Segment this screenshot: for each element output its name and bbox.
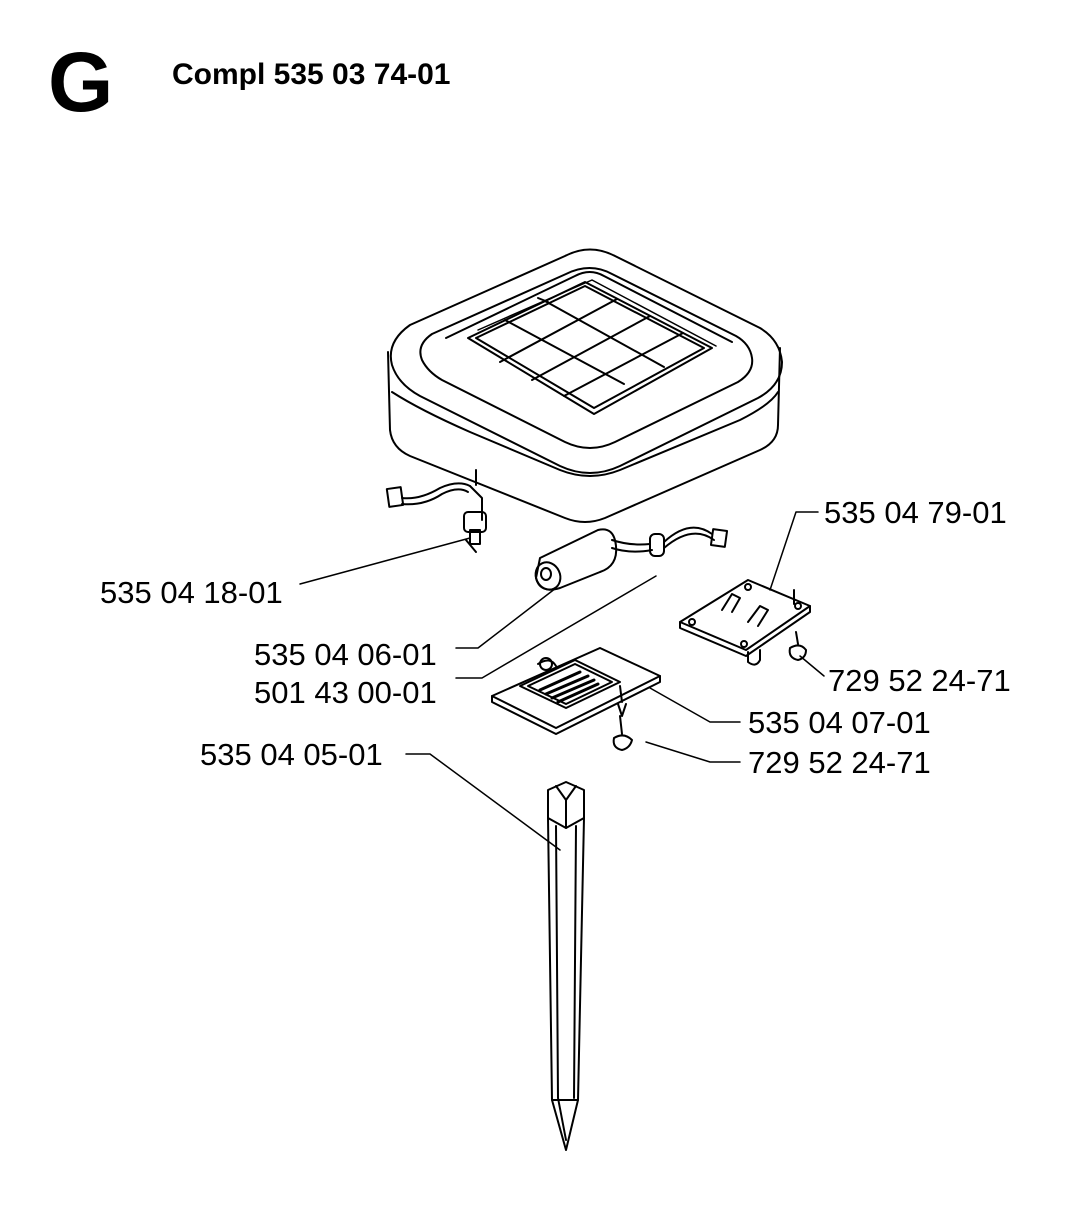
circuit-board-part (680, 580, 810, 665)
callout-battery-cover: 535 04 07-01 (748, 705, 931, 740)
callout-circuit-board: 535 04 79-01 (824, 495, 1007, 530)
screw-part (614, 704, 632, 750)
switch-cable-part (387, 483, 486, 552)
callout-battery-cable: 501 43 00-01 (254, 675, 437, 710)
leader-lines (300, 512, 824, 850)
section-letter: G (48, 35, 114, 129)
battery-pack-part (531, 528, 727, 594)
callout-ground-stake: 535 04 05-01 (200, 737, 383, 772)
ground-stake-part (548, 782, 584, 1150)
callout-switch-cable: 535 04 18-01 (100, 575, 283, 610)
callout-screw-cover: 729 52 24-71 (748, 745, 931, 780)
assembly-title: Compl 535 03 74-01 (172, 58, 451, 91)
callout-screw-board: 729 52 24-71 (828, 663, 1011, 698)
callout-battery-pack: 535 04 06-01 (254, 637, 437, 672)
solar-panel-housing (388, 250, 782, 523)
battery-cover-part (492, 648, 660, 734)
